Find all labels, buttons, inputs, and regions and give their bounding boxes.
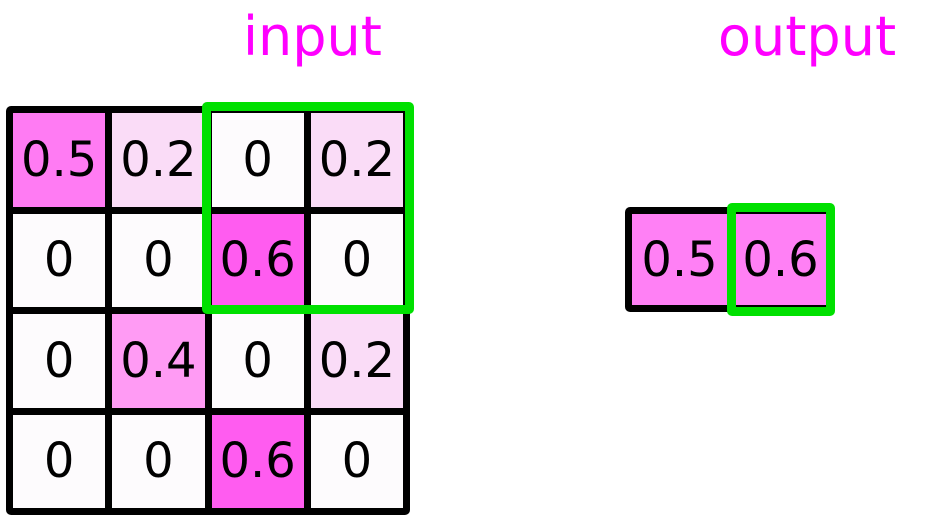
output-matrix: 0.5 0.6 [625, 207, 835, 312]
input-title: input [243, 5, 382, 68]
input-cell-r3c1: 0 [112, 414, 205, 508]
input-cell-r0c2: 0 [211, 113, 304, 207]
input-cell-r2c0: 0 [13, 314, 106, 408]
input-cell-r3c0: 0 [13, 414, 106, 508]
input-cell-r2c3: 0.2 [310, 314, 403, 408]
input-cell-r1c3: 0 [310, 213, 403, 307]
input-cell-r3c3: 0 [310, 414, 403, 508]
input-cell-r2c2: 0 [211, 314, 304, 408]
output-cell-r0c0: 0.5 [632, 214, 727, 305]
input-cell-r3c2: 0.6 [211, 414, 304, 508]
input-cell-r1c2: 0.6 [211, 213, 304, 307]
input-matrix: 0.5 0.2 0 0.2 0 0 0.6 0 0 0.4 0 0.2 0 0 … [6, 106, 410, 515]
input-cell-r2c1: 0.4 [112, 314, 205, 408]
output-title: output [718, 5, 897, 68]
input-cell-r1c0: 0 [13, 213, 106, 307]
input-cell-r0c0: 0.5 [13, 113, 106, 207]
output-cell-r0c1: 0.6 [733, 214, 828, 305]
input-cell-r1c1: 0 [112, 213, 205, 307]
input-cell-r0c3: 0.2 [310, 113, 403, 207]
input-cell-r0c1: 0.2 [112, 113, 205, 207]
